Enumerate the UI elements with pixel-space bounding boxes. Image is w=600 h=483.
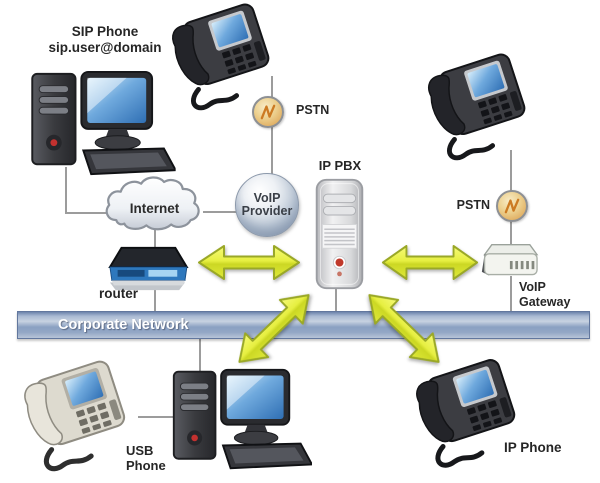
voip-provider-sphere: VoIP Provider xyxy=(235,173,299,237)
line-pbx-to-network xyxy=(335,288,337,312)
server-tower-icon xyxy=(311,176,368,292)
ip-phone-label: IP Phone xyxy=(504,440,562,455)
double-arrow-icon xyxy=(197,244,301,281)
usb-phone-label-line2: Phone xyxy=(126,458,166,474)
corporate-network-label: Corporate Network xyxy=(58,317,189,333)
voip-gateway-label-line2: Gateway xyxy=(519,294,571,309)
desktop-computer-icon xyxy=(170,366,312,472)
line-pc-to-internet-horizontal xyxy=(65,212,111,214)
sip-phone-label: SIP Phone sip.user@domain xyxy=(25,24,185,56)
voip-provider-label-line1: VoIP xyxy=(253,190,281,205)
voip-provider-label-line2: Provider xyxy=(241,204,293,218)
lightning-circle-icon xyxy=(252,96,284,128)
desk-phone-icon xyxy=(424,52,532,162)
line-pc-to-internet-vertical xyxy=(65,167,67,214)
sip-phone-title: SIP Phone xyxy=(71,24,139,39)
sip-phone-address: sip.user@domain xyxy=(48,39,162,55)
desk-phone-icon xyxy=(20,360,132,472)
line-router-to-network xyxy=(154,287,156,312)
pstn-right-label: PSTN xyxy=(456,198,490,212)
ip-pbx-label: IP PBX xyxy=(318,158,362,173)
router-label: router xyxy=(99,286,139,301)
voip-gateway-label-line1: VoIP xyxy=(519,280,546,294)
line-usbphone-to-pc xyxy=(138,416,182,418)
internet-label: Internet xyxy=(129,201,180,216)
desk-phone-icon xyxy=(168,2,276,112)
line-internet-to-provider xyxy=(203,211,237,213)
lightning-circle-icon xyxy=(496,190,528,222)
usb-phone-label-line1: USB xyxy=(126,443,154,458)
double-arrow-icon xyxy=(381,244,479,281)
usb-phone-label: USB Phone xyxy=(126,443,166,474)
line-network-to-pc xyxy=(199,338,201,374)
line-internet-to-router xyxy=(154,230,156,251)
voip-gateway-label: VoIP Gateway xyxy=(519,280,570,310)
gateway-icon xyxy=(477,242,541,280)
desktop-computer-icon xyxy=(28,68,176,178)
line-gateway-to-network xyxy=(510,276,512,312)
pstn-top-label: PSTN xyxy=(296,103,330,117)
